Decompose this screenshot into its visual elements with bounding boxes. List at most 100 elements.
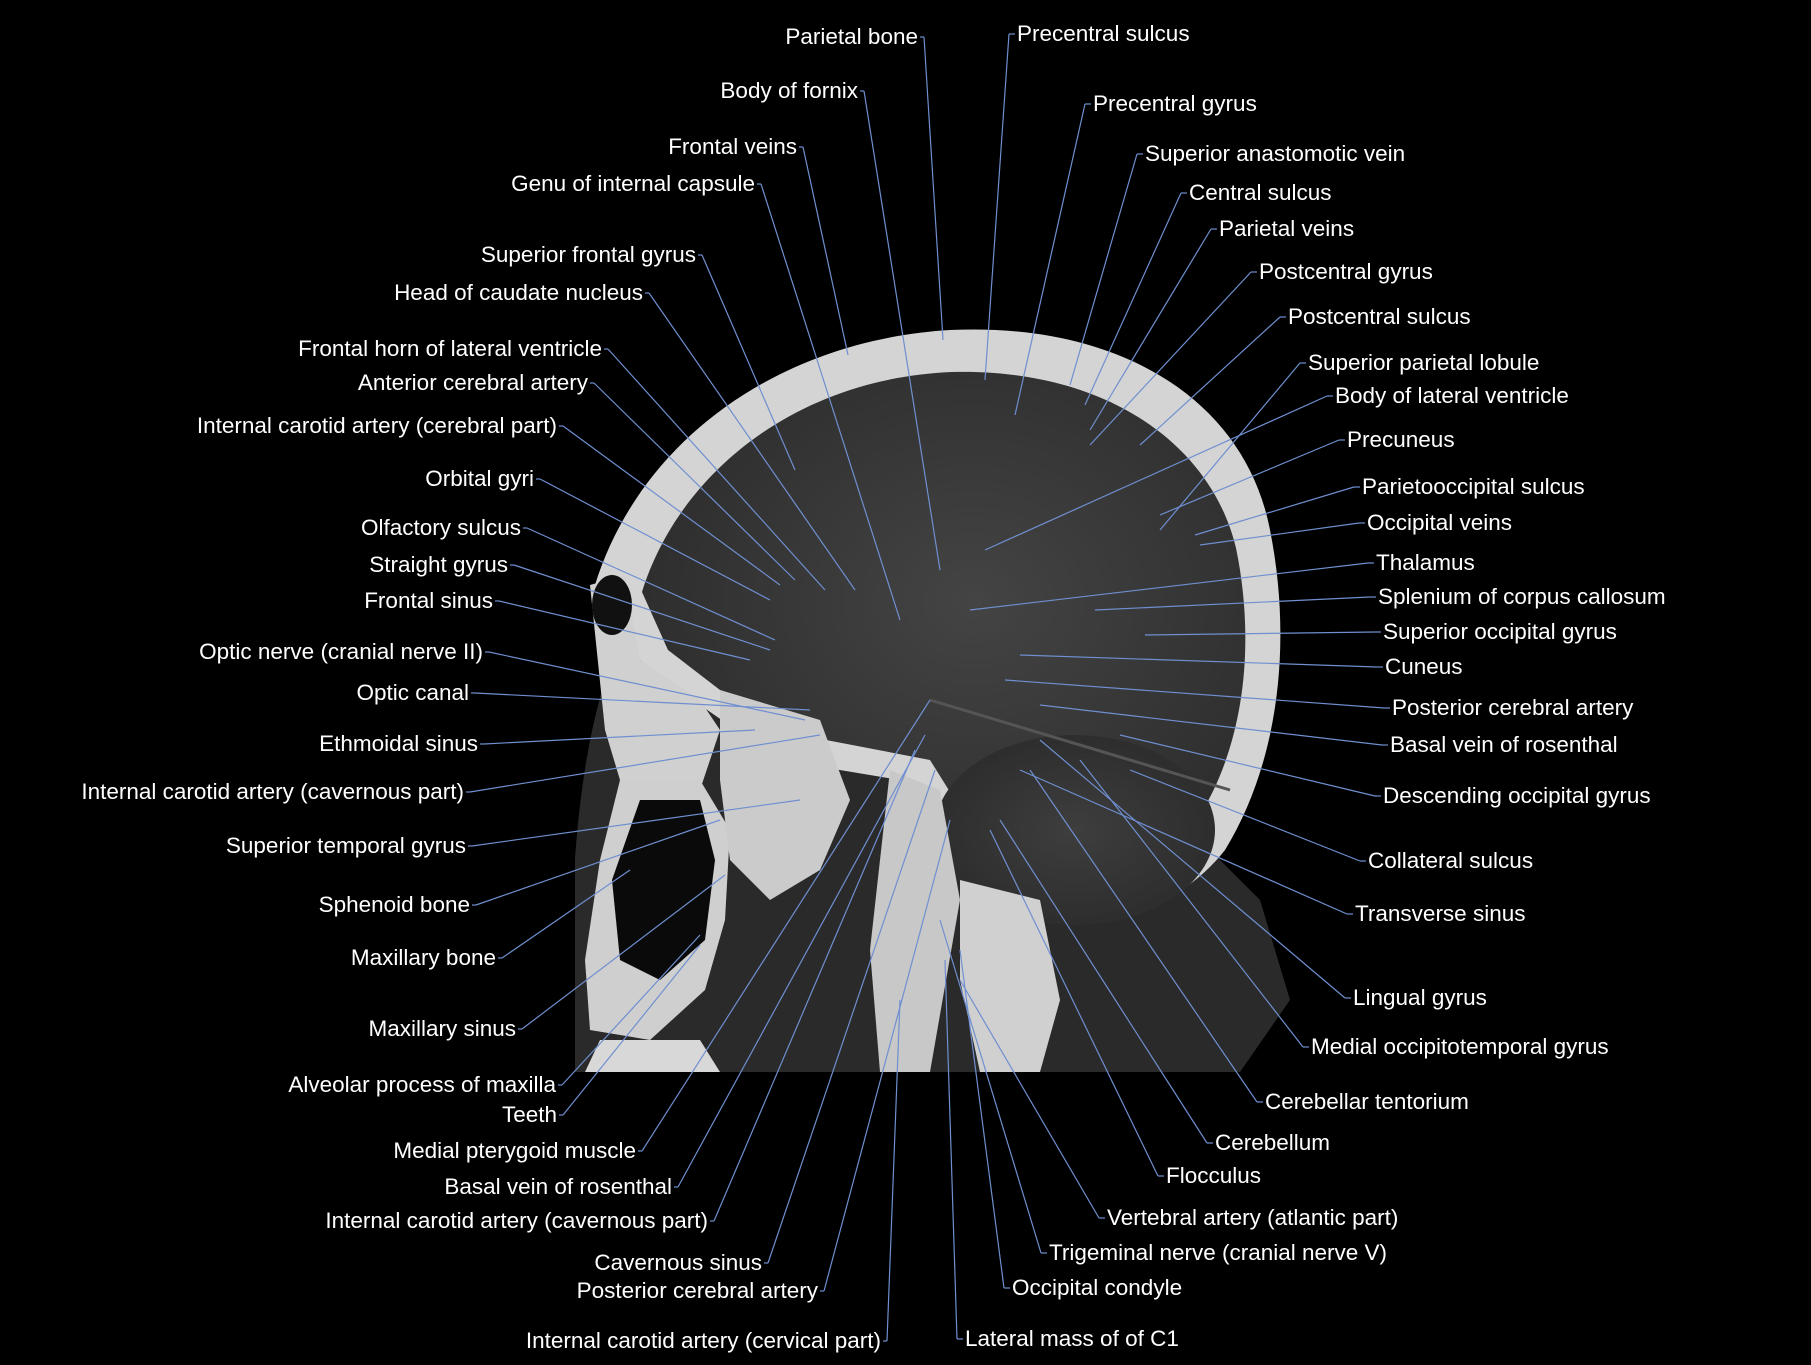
label-superior-parietal-lobule: Superior parietal lobule <box>1308 350 1540 375</box>
label-parietooccipital-sulcus: Parietooccipital sulcus <box>1362 474 1585 499</box>
label-sphenoid-bone: Sphenoid bone <box>318 892 470 917</box>
label-central-sulcus: Central sulcus <box>1189 180 1332 205</box>
label-precentral-sulcus: Precentral sulcus <box>1017 21 1190 46</box>
leader-frontal-veins <box>802 146 849 356</box>
leader-cerebellar-tentorium <box>1029 769 1258 1103</box>
leader-vertebral-artery-atlantic <box>959 979 1100 1219</box>
label-cuneus: Cuneus <box>1385 654 1463 679</box>
label-internal-carotid-artery-cavernous-1: Internal carotid artery (cavernous part) <box>81 779 464 804</box>
label-splenium-of-corpus-callosum: Splenium of corpus callosum <box>1378 584 1666 609</box>
label-body-of-lateral-ventricle: Body of lateral ventricle <box>1335 383 1569 408</box>
leader-olfactory-sulcus <box>526 527 776 641</box>
leader-postcentral-sulcus <box>1139 316 1281 446</box>
label-internal-carotid-artery-cervical: Internal carotid artery (cervical part) <box>525 1328 881 1353</box>
label-head-of-caudate-nucleus: Head of caudate nucleus <box>394 280 643 305</box>
leader-teeth <box>562 944 701 1116</box>
label-teeth: Teeth <box>501 1102 557 1127</box>
leader-lines <box>466 33 1390 1342</box>
leader-postcentral-gyrus <box>1089 271 1252 446</box>
label-ethmoidal-sinus: Ethmoidal sinus <box>319 731 478 756</box>
leader-anterior-cerebral-artery <box>593 382 796 581</box>
label-transverse-sinus: Transverse sinus <box>1355 901 1526 926</box>
label-descending-occipital-gyrus: Descending occipital gyrus <box>1383 783 1651 808</box>
leader-frontal-horn-of-lateral-ventricle <box>607 348 826 591</box>
leader-medial-occipitotemporal-gyrus <box>1079 759 1304 1048</box>
label-cavernous-sinus: Cavernous sinus <box>594 1250 762 1275</box>
leader-medial-pterygoid-muscle <box>641 699 931 1152</box>
leader-genu-of-internal-capsule <box>760 183 901 621</box>
leader-precentral-gyrus <box>1014 103 1086 416</box>
leader-superior-parietal-lobule <box>1159 362 1301 531</box>
leader-maxillary-bone <box>501 869 631 959</box>
leader-basal-vein-of-rosenthal-left <box>677 734 926 1188</box>
label-precentral-gyrus: Precentral gyrus <box>1093 91 1257 116</box>
leader-ethmoidal-sinus <box>483 729 756 745</box>
leader-body-of-fornix <box>863 90 941 571</box>
label-frontal-sinus: Frontal sinus <box>364 588 493 613</box>
label-anterior-cerebral-artery: Anterior cerebral artery <box>357 370 588 395</box>
leader-head-of-caudate-nucleus <box>648 292 856 591</box>
label-parietal-bone: Parietal bone <box>785 24 918 49</box>
label-occipital-condyle: Occipital condyle <box>1012 1275 1183 1300</box>
leader-superior-occipital-gyrus <box>1144 631 1376 636</box>
leader-optic-canal <box>474 692 811 711</box>
leader-superior-temporal-gyrus <box>471 799 801 847</box>
leader-precentral-sulcus <box>984 33 1010 381</box>
leader-maxillary-sinus <box>521 874 726 1030</box>
label-postcentral-gyrus: Postcentral gyrus <box>1259 259 1433 284</box>
label-alveolar-process-of-maxilla: Alveolar process of maxilla <box>288 1072 556 1097</box>
label-lingual-gyrus: Lingual gyrus <box>1353 985 1487 1010</box>
label-posterior-cerebral-artery-right: Posterior cerebral artery <box>1392 695 1634 720</box>
leader-internal-carotid-artery-cerebral <box>562 425 781 586</box>
label-basal-vein-of-rosenthal-left: Basal vein of rosenthal <box>444 1174 672 1199</box>
label-collateral-sulcus: Collateral sulcus <box>1368 848 1534 873</box>
leader-lateral-mass-of-c1 <box>944 959 958 1340</box>
label-superior-frontal-gyrus: Superior frontal gyrus <box>480 242 696 267</box>
leader-occipital-condyle <box>959 949 1005 1289</box>
leader-cavernous-sinus <box>767 769 936 1264</box>
label-superior-occipital-gyrus: Superior occipital gyrus <box>1383 619 1617 644</box>
label-internal-carotid-artery-cerebral: Internal carotid artery (cerebral part) <box>196 413 557 438</box>
label-internal-carotid-artery-cavernous-2: Internal carotid artery (cavernous part) <box>325 1208 708 1233</box>
label-optic-nerve: Optic nerve (cranial nerve II) <box>199 639 483 664</box>
frontal-sinus-region <box>592 575 632 635</box>
leader-internal-carotid-artery-cervical <box>886 999 901 1342</box>
label-cerebellar-tentorium: Cerebellar tentorium <box>1265 1089 1469 1114</box>
leader-descending-occipital-gyrus <box>1119 734 1376 797</box>
leader-transverse-sinus <box>1019 769 1348 915</box>
label-occipital-veins: Occipital veins <box>1367 510 1513 535</box>
leader-alveolar-process-of-maxilla <box>561 934 701 1086</box>
label-cerebellum: Cerebellum <box>1215 1130 1331 1155</box>
leader-frontal-sinus <box>498 600 751 661</box>
leader-superior-anastomotic-vein <box>1069 153 1138 386</box>
leader-body-of-lateral-ventricle <box>984 395 1328 551</box>
facial-bones <box>575 575 1290 1080</box>
label-olfactory-sulcus: Olfactory sulcus <box>360 515 521 540</box>
label-straight-gyrus: Straight gyrus <box>369 552 508 577</box>
leader-cuneus <box>1019 654 1378 668</box>
label-superior-temporal-gyrus: Superior temporal gyrus <box>225 833 466 858</box>
label-postcentral-sulcus: Postcentral sulcus <box>1288 304 1471 329</box>
leader-precuneus <box>1159 439 1340 516</box>
leader-optic-nerve <box>488 651 806 721</box>
label-medial-occipitotemporal-gyrus: Medial occipitotemporal gyrus <box>1311 1034 1609 1059</box>
cerebellum-region <box>935 735 1215 925</box>
leader-posterior-cerebral-artery-left <box>823 819 951 1292</box>
leader-basal-vein-of-rosenthal-right <box>1039 704 1383 746</box>
leader-parietooccipital-sulcus <box>1194 486 1355 536</box>
label-superior-anastomotic-vein: Superior anastomotic vein <box>1145 141 1406 166</box>
leader-splenium-of-corpus-callosum <box>1094 596 1371 611</box>
leader-lingual-gyrus <box>1039 739 1346 999</box>
leader-trigeminal-nerve <box>939 919 1042 1254</box>
leader-superior-frontal-gyrus <box>701 254 796 471</box>
leader-sphenoid-bone <box>475 819 721 906</box>
label-orbital-gyri: Orbital gyri <box>425 466 534 491</box>
leader-thalamus <box>969 562 1369 611</box>
leader-internal-carotid-artery-cavernous-1 <box>469 734 821 793</box>
label-frontal-veins: Frontal veins <box>668 134 797 159</box>
leader-internal-carotid-artery-cavernous-2 <box>713 749 916 1222</box>
label-flocculus: Flocculus <box>1166 1163 1262 1188</box>
label-lateral-mass-of-c1: Lateral mass of of C1 <box>965 1326 1179 1351</box>
